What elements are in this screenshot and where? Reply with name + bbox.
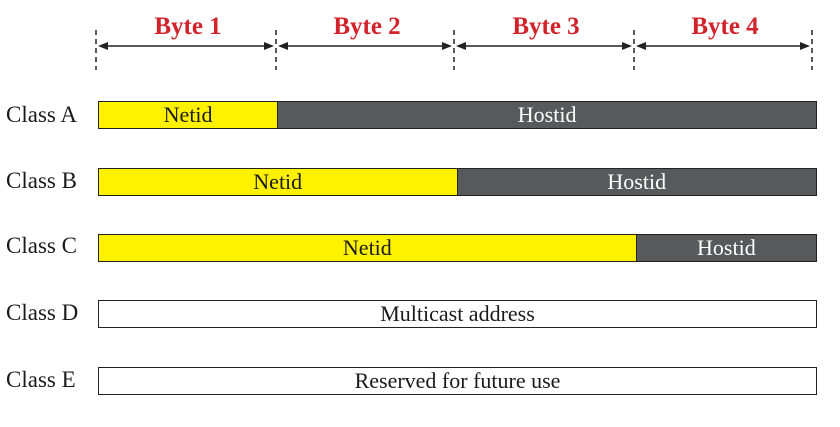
class-d-bar: Multicast address bbox=[98, 300, 817, 328]
arrowhead-right-icon bbox=[442, 42, 452, 50]
arrowhead-right-icon bbox=[622, 42, 632, 50]
class-b-hostid: Hostid bbox=[457, 169, 816, 195]
class-a-netid: Netid bbox=[99, 102, 279, 128]
class-b-netid: Netid bbox=[99, 169, 458, 195]
class-a-bar: Netid Hostid bbox=[98, 101, 817, 129]
byte-2-label: Byte 2 bbox=[333, 13, 401, 40]
arrowhead-left-icon bbox=[98, 42, 108, 50]
class-b-label: Class B bbox=[6, 168, 77, 193]
class-a-hostid: Hostid bbox=[278, 102, 816, 128]
class-e-label: Class E bbox=[6, 367, 76, 392]
arrowhead-right-icon bbox=[264, 42, 274, 50]
class-c-bar: Netid Hostid bbox=[98, 234, 817, 262]
class-e-reserved: Reserved for future use bbox=[354, 368, 561, 393]
class-c-label: Class C bbox=[6, 233, 77, 258]
arrowhead-left-icon bbox=[456, 42, 466, 50]
byte-4-label: Byte 4 bbox=[691, 13, 759, 40]
class-a-label: Class A bbox=[6, 102, 77, 127]
arrowhead-left-icon bbox=[278, 42, 288, 50]
class-c-hostid: Hostid bbox=[636, 235, 816, 261]
class-b-bar: Netid Hostid bbox=[98, 168, 817, 196]
class-c-netid: Netid bbox=[99, 235, 637, 261]
class-d-multicast: Multicast address bbox=[380, 301, 535, 326]
class-e-bar: Reserved for future use bbox=[98, 367, 817, 395]
byte-ruler bbox=[95, 30, 813, 70]
byte-1-label: Byte 1 bbox=[154, 13, 222, 40]
arrowhead-right-icon bbox=[800, 42, 810, 50]
class-d-label: Class D bbox=[6, 300, 79, 325]
arrowhead-left-icon bbox=[636, 42, 646, 50]
byte-3-label: Byte 3 bbox=[512, 13, 580, 40]
